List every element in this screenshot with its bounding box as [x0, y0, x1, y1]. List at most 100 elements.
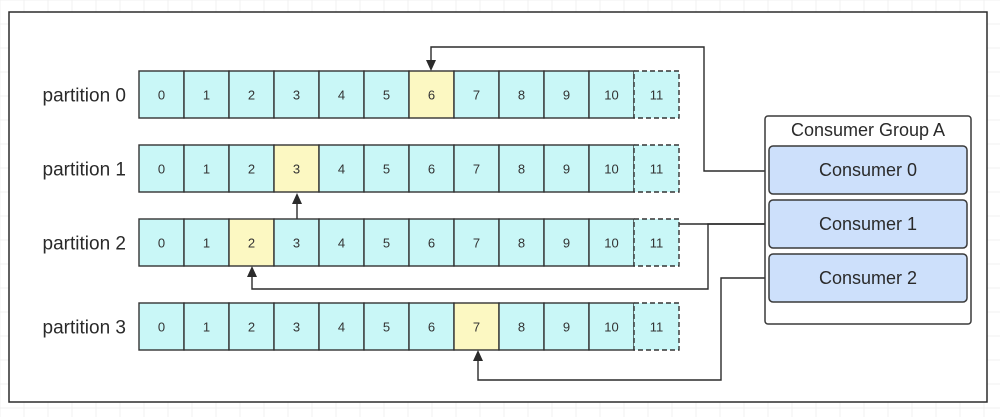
- offset-cell: [228, 70, 275, 119]
- offset-cell: [138, 70, 185, 119]
- next-offset-cell: [633, 302, 680, 351]
- offset-cell: [318, 144, 365, 193]
- consumer-2-to-partition-3-arrow: [477, 277, 769, 381]
- consumer-label: Consumer 0: [819, 160, 917, 180]
- partition-label: partition 0: [43, 86, 126, 107]
- offset-label: 8: [518, 320, 525, 335]
- offset-label: 5: [383, 88, 390, 103]
- offset-cell: [408, 144, 455, 193]
- consumer-1: Consumer 1: [768, 199, 968, 249]
- consumer-box: [768, 145, 968, 195]
- offset-label: 10: [604, 236, 618, 251]
- offset-label: 0: [158, 162, 165, 177]
- next-offset-cell: [633, 144, 680, 193]
- arrowhead: [292, 193, 302, 204]
- offset-cell: [498, 302, 545, 351]
- offset-label: 1: [203, 236, 210, 251]
- offset-label: 3: [293, 320, 300, 335]
- offset-cell: [408, 302, 455, 351]
- current-offset-cell: [453, 302, 500, 351]
- offset-label: 4: [338, 320, 345, 335]
- offset-cell: [183, 144, 230, 193]
- offset-cell: [273, 218, 320, 267]
- next-offset-cell: [633, 218, 680, 267]
- offset-cell: [363, 144, 410, 193]
- offset-cell: [273, 70, 320, 119]
- offset-cell: [318, 302, 365, 351]
- offset-label: 0: [158, 236, 165, 251]
- offset-label: 7: [473, 162, 480, 177]
- offset-label: 1: [203, 320, 210, 335]
- offset-cell: [363, 218, 410, 267]
- offset-label: 2: [248, 162, 255, 177]
- offset-cell: [363, 302, 410, 351]
- offset-label: 4: [338, 88, 345, 103]
- consumer-2: Consumer 2: [768, 253, 968, 303]
- offset-cell: [138, 302, 185, 351]
- consumer-box: [768, 199, 968, 249]
- offset-label: 11: [650, 320, 664, 335]
- offset-label: 9: [563, 236, 570, 251]
- offset-label: 1: [203, 162, 210, 177]
- offset-label: 2: [248, 320, 255, 335]
- offset-cell: [228, 144, 275, 193]
- offset-label: 11: [650, 236, 664, 251]
- offset-label: 7: [473, 88, 480, 103]
- offset-label: 6: [428, 88, 435, 103]
- offset-label: 11: [650, 88, 664, 103]
- consumer-label: Consumer 2: [819, 268, 917, 288]
- offset-label: 3: [293, 88, 300, 103]
- offset-cell: [543, 218, 590, 267]
- consumer-box: [768, 253, 968, 303]
- offset-label: 3: [293, 236, 300, 251]
- offset-label: 8: [518, 236, 525, 251]
- partition-label: partition 2: [43, 234, 126, 255]
- offset-cell: [183, 70, 230, 119]
- offset-label: 7: [473, 236, 480, 251]
- offset-label: 9: [563, 88, 570, 103]
- offset-label: 2: [248, 88, 255, 103]
- consumer-0-to-partition-0-arrow: [430, 46, 769, 172]
- offset-label: 3: [293, 162, 300, 177]
- offset-label: 4: [338, 162, 345, 177]
- consumer-label: Consumer 1: [819, 214, 917, 234]
- offset-cell: [363, 70, 410, 119]
- offset-label: 7: [473, 320, 480, 335]
- offset-label: 5: [383, 236, 390, 251]
- arrowhead: [426, 60, 436, 71]
- offset-label: 10: [604, 162, 618, 177]
- offset-cell: [318, 70, 365, 119]
- current-offset-cell: [408, 70, 455, 119]
- offset-cell: [138, 144, 185, 193]
- offset-cell: [588, 302, 635, 351]
- offset-label: 10: [604, 88, 618, 103]
- consumer-1-to-partition-2-arrow: [251, 223, 769, 290]
- offset-label: 0: [158, 88, 165, 103]
- offset-label: 6: [428, 236, 435, 251]
- offset-cell: [453, 218, 500, 267]
- offset-cell: [543, 70, 590, 119]
- offset-cell: [183, 302, 230, 351]
- offset-label: 8: [518, 88, 525, 103]
- offset-label: 9: [563, 162, 570, 177]
- consumer-group-title: Consumer Group A: [791, 120, 945, 140]
- offset-label: 6: [428, 320, 435, 335]
- offset-label: 10: [604, 320, 618, 335]
- next-offset-cell: [633, 70, 680, 119]
- offset-label: 8: [518, 162, 525, 177]
- consumers: Consumer 0 Consumer 1 Consumer 2: [768, 145, 968, 303]
- offset-label: 9: [563, 320, 570, 335]
- offset-cell: [498, 70, 545, 119]
- offset-cell: [273, 302, 320, 351]
- offset-cell: [498, 218, 545, 267]
- offset-cell: [183, 218, 230, 267]
- offset-label: 4: [338, 236, 345, 251]
- offset-cell: [588, 70, 635, 119]
